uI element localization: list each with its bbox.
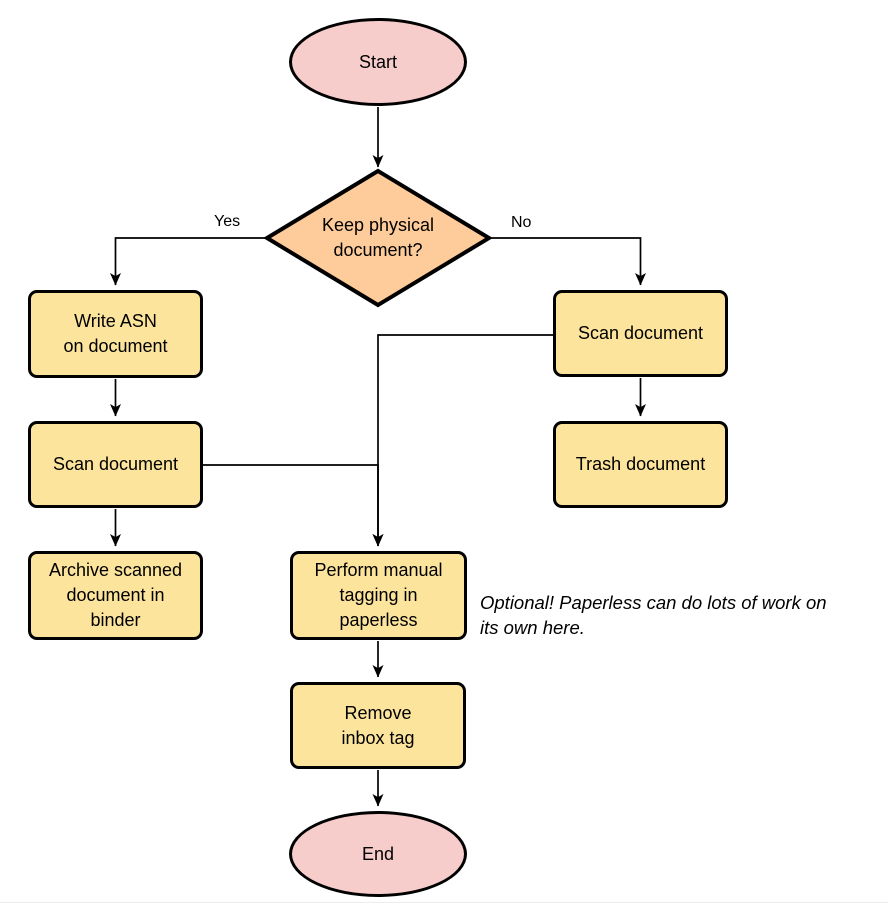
node-perform-manual-tagging: Perform manual tagging in paperless (290, 551, 467, 640)
page-bottom-divider (0, 902, 888, 903)
node-write-asn-label: Write ASN on document (63, 311, 168, 356)
node-start: Start (289, 18, 467, 106)
node-end: End (289, 811, 467, 897)
node-perform-manual-tagging-label: Perform manual tagging in paperless (314, 560, 443, 630)
node-trash-document: Trash document (553, 421, 728, 508)
node-scan-document-left-label: Scan document (52, 454, 179, 475)
node-write-asn: Write ASN on document (28, 290, 203, 378)
node-remove-inbox-tag-label: Remove inbox tag (341, 702, 415, 748)
edge-scan-left-to-perform-tagging (203, 464, 384, 547)
node-decision-shape (263, 168, 493, 308)
edge-label-no: No (509, 213, 534, 233)
node-decision-label-box: Keep physical document? (278, 206, 478, 270)
node-scan-document-right-label: Scan document (577, 323, 704, 344)
node-decision-label: Keep physical document? (321, 215, 435, 260)
node-start-label: Start (358, 51, 397, 72)
node-archive-in-binder-label: Archive scanned document in binder (48, 560, 183, 630)
node-end-label: End (361, 843, 395, 864)
annotation-note: Optional! Paperless can do lots of work … (480, 592, 827, 639)
node-remove-inbox-tag: Remove inbox tag (290, 682, 466, 769)
node-scan-document-right: Scan document (553, 290, 728, 377)
edge-scan-right-to-perform-tagging (372, 334, 553, 547)
edge-label-yes: Yes (212, 212, 243, 232)
edge-decision-yes-to-write-asn (110, 237, 266, 286)
node-trash-document-label: Trash document (575, 454, 706, 475)
node-archive-in-binder: Archive scanned document in binder (28, 551, 203, 640)
node-scan-document-left: Scan document (28, 421, 203, 508)
edge-decision-no-to-scan-right (490, 237, 646, 286)
